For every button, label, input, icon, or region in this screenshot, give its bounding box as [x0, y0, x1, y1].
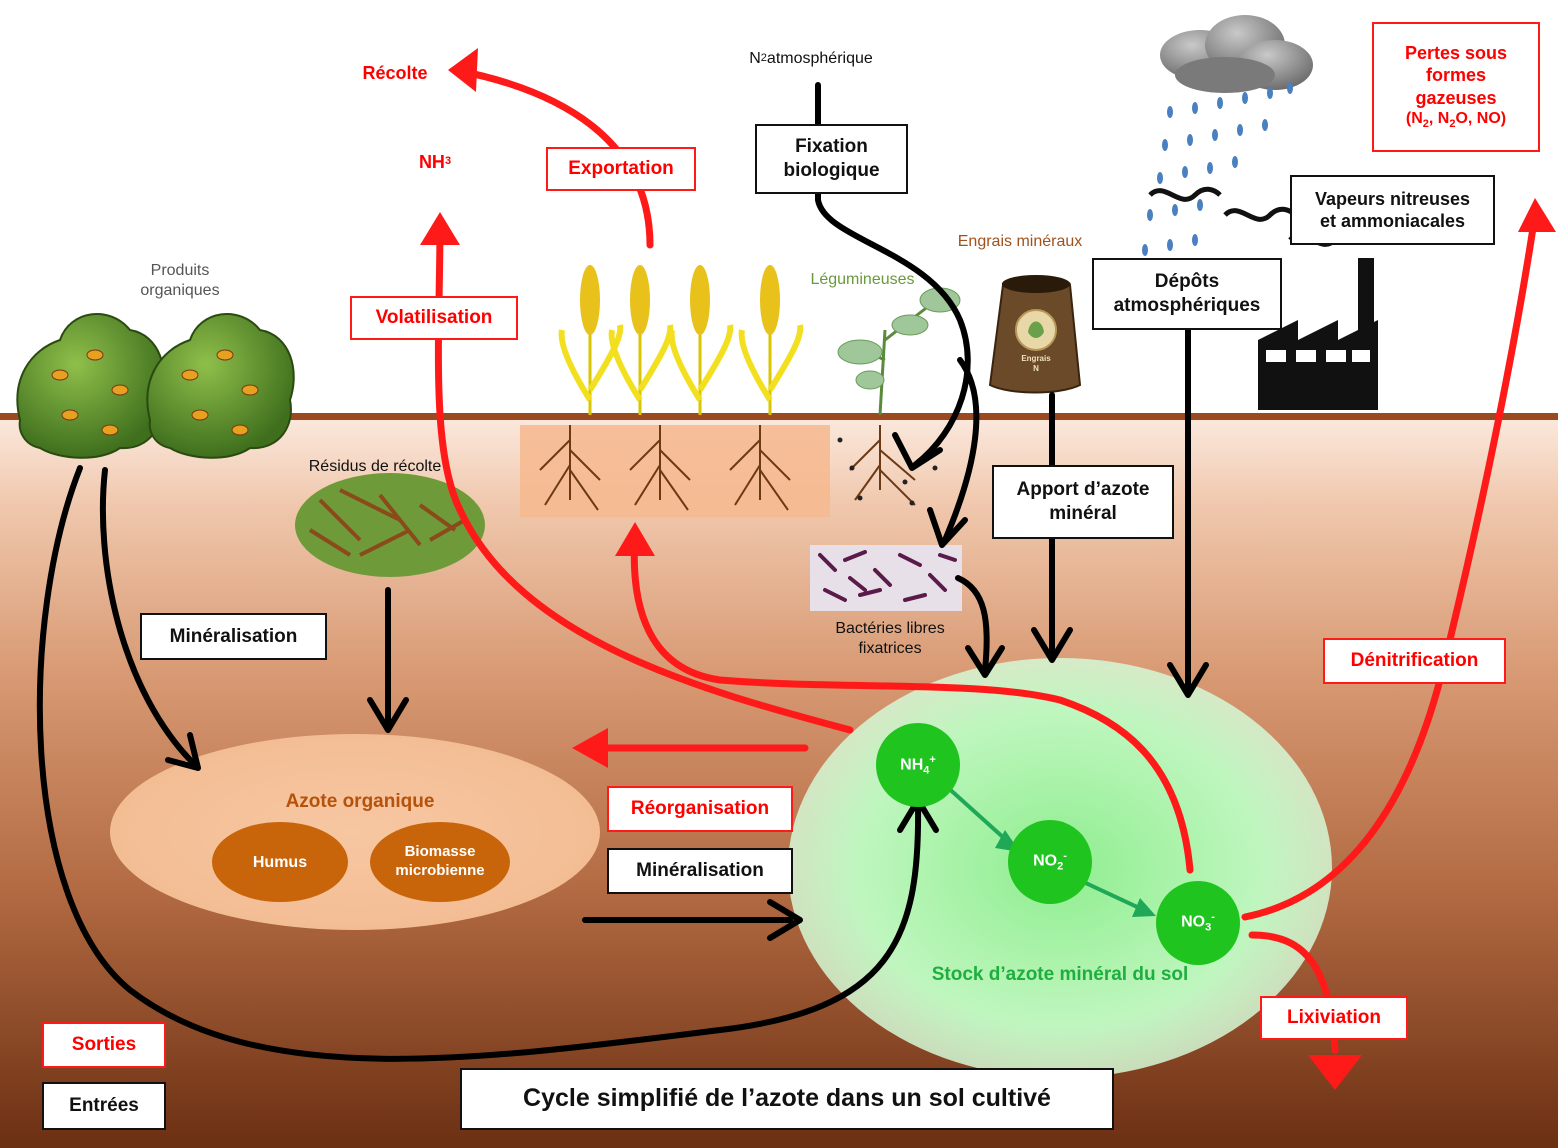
output-arrowheads: [420, 48, 1556, 1090]
plant-uptake-flow-line: [630, 531, 1194, 874]
formula-sub-a: 2: [1422, 118, 1429, 131]
biological-fixation-label: Fixation biologique: [755, 124, 908, 194]
nh4-superscript: +: [929, 754, 936, 766]
mineralisation-label-upper: Minéralisation: [140, 613, 327, 660]
microbial-biomass-pool: [370, 822, 510, 902]
crop-residues: [295, 473, 485, 577]
bacteria-to-stock-flow-line: [955, 575, 990, 673]
no2-label: NO2-: [1010, 850, 1090, 873]
organic-products-bushes: [16, 313, 295, 459]
legend-inputs: Entrées: [42, 1082, 166, 1130]
atmospheric-deposition-label: Dépôts atmosphériques: [1092, 258, 1282, 330]
rain-drops: [1142, 82, 1293, 256]
legend-outputs: Sorties: [42, 1022, 166, 1068]
n2-rest: atmosphérique: [766, 50, 873, 67]
gaseous-losses-text: Pertes sous formes gazeuses: [1404, 42, 1508, 108]
no3-superscript: -: [1211, 911, 1215, 923]
reorganisation-label: Réorganisation: [607, 786, 793, 832]
nh4-base: NH: [900, 756, 924, 774]
formula-part-a: (N: [1405, 110, 1423, 128]
export-flow-line: [451, 66, 654, 249]
nh4-node: [876, 723, 960, 807]
harvest-label: Récolte: [362, 62, 428, 83]
ammonia-base: NH: [418, 151, 445, 172]
humus-pool: [212, 822, 348, 902]
denitrification-label: Dénitrification: [1323, 638, 1506, 684]
no3-node: [1156, 881, 1240, 965]
rain-cloud: [1160, 15, 1313, 93]
biological-fixation-flow-line: [815, 82, 971, 468]
volatilisation-label: Volatilisation: [350, 296, 518, 340]
nh4-subscript: 4: [923, 764, 930, 777]
no3-base: NO: [1181, 913, 1206, 931]
formula-sub-b: 2: [1449, 118, 1456, 131]
leaching-label: Lixiviation: [1260, 996, 1408, 1040]
gaseous-losses-formula: (N2, N2O, NO): [1406, 109, 1506, 132]
mineral-stock-title: Stock d’azote minéral du sol: [931, 964, 1189, 986]
organic-nitrogen-title: Azote organique: [285, 791, 435, 813]
fertilizer-bag: [988, 275, 1082, 394]
legumes-label: Légumineuses: [810, 271, 915, 288]
n2-base: N: [749, 50, 761, 67]
no2-superscript: -: [1063, 850, 1067, 862]
free-fixation-flow-line: [942, 357, 980, 543]
legume-plant: [837, 287, 961, 416]
nh4-label: NH4+: [878, 754, 958, 777]
free-bacteria: [810, 545, 962, 611]
factory: [1258, 258, 1378, 410]
nitrous-vapours-label: Vapeurs nitreuses et ammoniacales: [1290, 175, 1495, 245]
volatilisation-flow-line: [434, 221, 854, 734]
mineral-nitrogen-input-label: Apport d’azote minéral: [992, 465, 1174, 539]
free-fixing-bacteria-label: Bactéries libres fixatrices: [835, 620, 945, 657]
no2-subscript: 2: [1057, 860, 1064, 873]
ammonia-subscript: 3: [444, 155, 452, 168]
no3-label: NO3-: [1158, 911, 1238, 934]
fertilizer-bag-text: Engrais N: [1021, 354, 1051, 373]
organic-products-label: Produits organiques: [140, 262, 220, 299]
formula-part-c: O, NO): [1455, 110, 1507, 128]
no2-base: NO: [1033, 852, 1058, 870]
n2-subscript: 2: [760, 52, 767, 65]
humus-label: Humus: [252, 854, 308, 871]
ground-surface-line: [0, 413, 1558, 420]
mineral-fertilizer-label: Engrais minéraux: [957, 233, 1083, 250]
mineralisation-label-lower: Minéralisation: [607, 848, 793, 894]
organic-products-to-stock-flow-line: [36, 465, 922, 1062]
crop-roots: [539, 425, 791, 511]
exportation-label: Exportation: [546, 147, 696, 191]
wheat-plants: [558, 265, 804, 415]
no3-subscript: 3: [1205, 921, 1212, 934]
organic-products-to-pool-flow-line: [99, 467, 198, 768]
diagram-title: Cycle simplifié de l’azote dans un sol c…: [460, 1068, 1114, 1130]
root-nodules: [837, 437, 938, 506]
gaseous-losses-label: Pertes sous formes gazeuses (N2, N2O, NO…: [1372, 22, 1540, 152]
formula-part-b: , N: [1428, 110, 1450, 128]
legume-roots: [849, 425, 916, 506]
no2-node: [1008, 820, 1092, 904]
crop-residues-label: Résidus de récolte: [308, 458, 442, 475]
microbial-biomass-label: Biomasse microbienne: [395, 843, 485, 879]
